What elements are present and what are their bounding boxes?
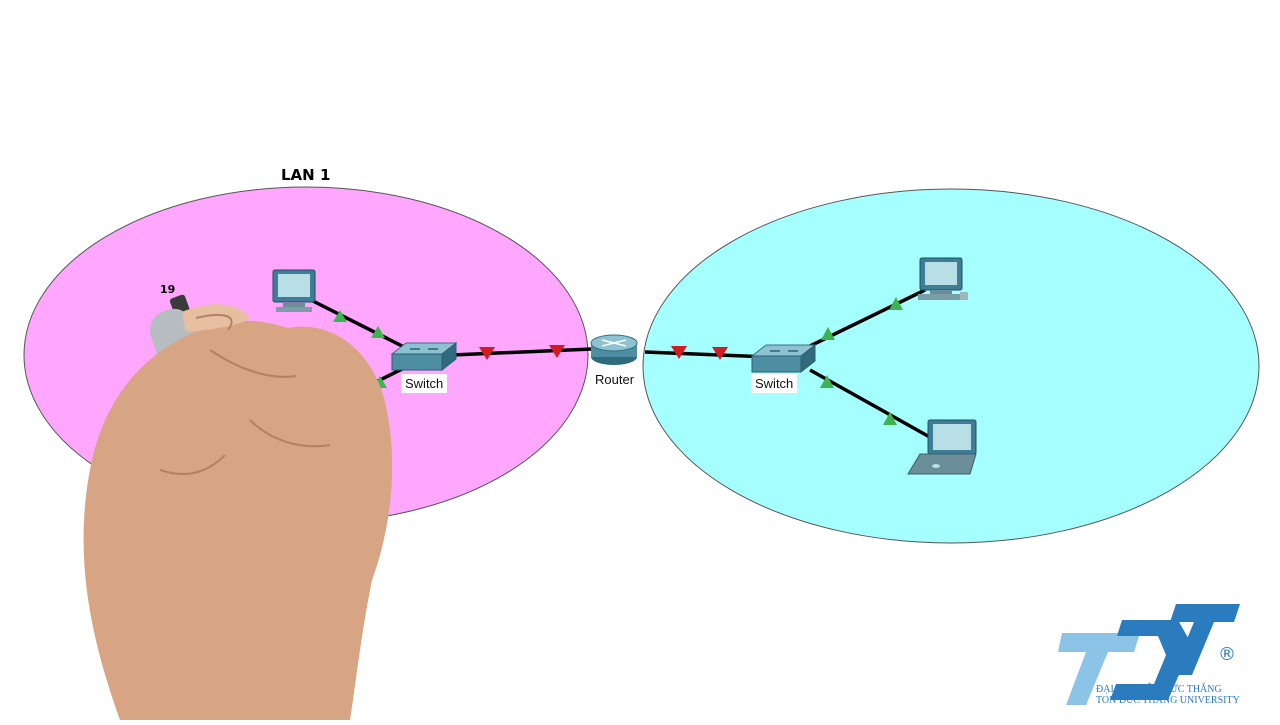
- port-indicators: [333, 297, 903, 425]
- link-router-switch2: [644, 350, 771, 359]
- registered-mark: ®: [1218, 644, 1236, 665]
- port-up-indicator: [883, 412, 897, 425]
- switch-icon[interactable]: [750, 343, 817, 374]
- university-logo: ® ĐẠI HỌC TÔN ĐỨC THẮNG TON DUC THANG UN…: [1052, 600, 1252, 710]
- port-down-indicator: [479, 347, 495, 360]
- logo-line-english: TON DUC THANG UNIVERSITY: [1096, 695, 1240, 706]
- pc-icon[interactable]: [918, 257, 968, 300]
- ip-address-fragment: 19: [160, 283, 176, 296]
- port-down-indicator: [671, 346, 687, 359]
- tdt-logo-mark: [1058, 604, 1240, 705]
- link-switch1-router: [451, 347, 593, 357]
- port-up-indicator: [889, 297, 903, 310]
- lan2-area: [642, 188, 1260, 544]
- switch-right-label: Switch: [751, 374, 798, 393]
- laptop-icon[interactable]: [907, 419, 977, 475]
- pc-icon[interactable]: [272, 269, 316, 312]
- lan1-title: LAN 1: [281, 166, 331, 184]
- port-up-indicator: [371, 326, 385, 338]
- port-down-indicator: [712, 347, 728, 360]
- port-up-indicator: [333, 310, 347, 322]
- router-label: Router: [591, 370, 639, 389]
- link-switch2-laptop: [809, 368, 936, 442]
- link-pc1-switch1: [304, 295, 411, 352]
- switch-icon[interactable]: [390, 341, 458, 372]
- hand-with-marker: [83, 294, 393, 720]
- logo-line-vietnamese: ĐẠI HỌC TÔN ĐỨC THẮNG: [1096, 684, 1222, 695]
- port-up-indicator: [821, 327, 835, 340]
- port-up-indicator: [820, 375, 834, 388]
- router-icon[interactable]: [590, 334, 638, 365]
- port-down-indicator: [549, 345, 565, 358]
- switch-left-label: Switch: [401, 374, 448, 393]
